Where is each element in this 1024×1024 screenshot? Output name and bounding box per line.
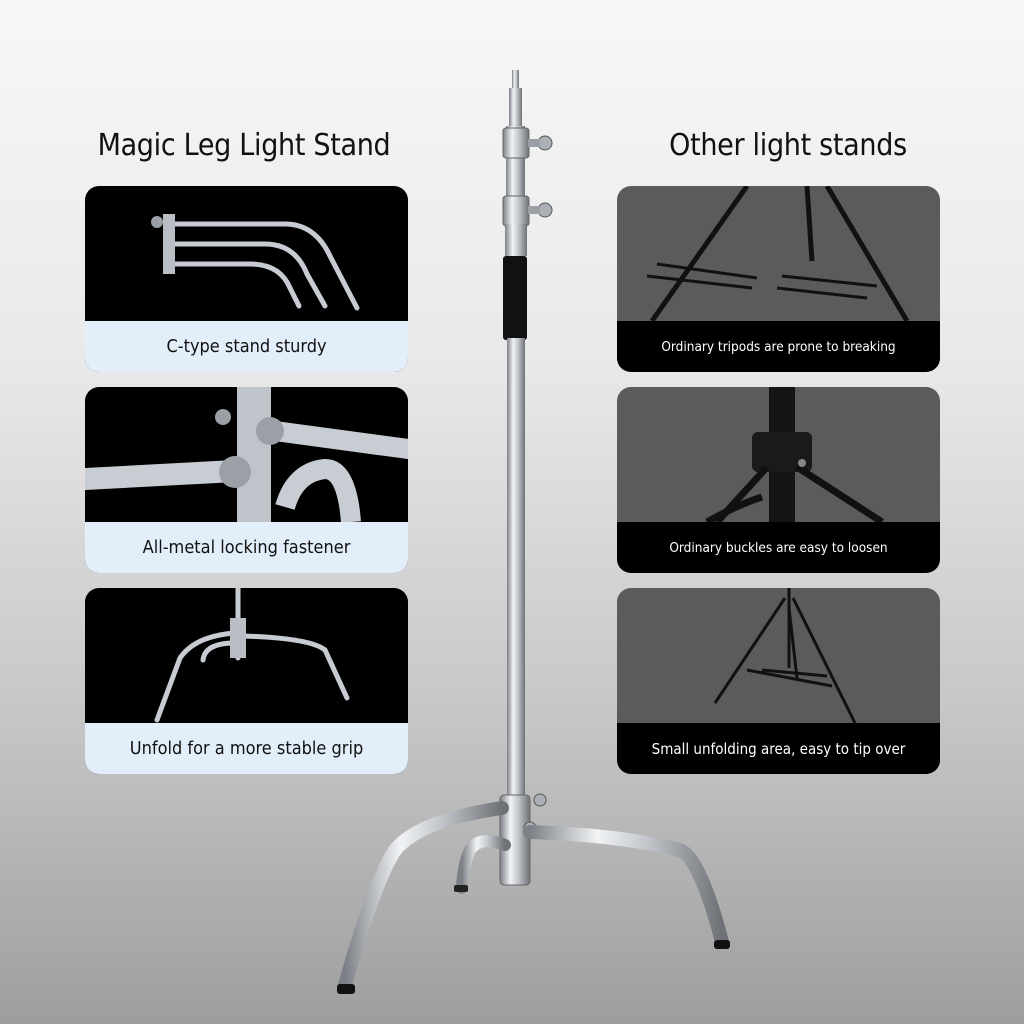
comparison-card-small-base: Small unfolding area, easy to tip over (617, 588, 940, 774)
tripod-image (617, 186, 940, 321)
c-type-arms-image (85, 186, 408, 321)
comparison-card-tripod: Ordinary tripods are prone to breaking (617, 186, 940, 372)
card-caption: All-metal locking fastener (85, 522, 408, 573)
unfold-legs-image (85, 588, 408, 723)
other-stands-heading: Other light stands (669, 128, 907, 163)
card-caption: Ordinary buckles are easy to loosen (617, 522, 940, 573)
feature-card-unfold: Unfold for a more stable grip (85, 588, 408, 774)
feature-card-c-type: C-type stand sturdy (85, 186, 408, 372)
card-caption: Small unfolding area, easy to tip over (617, 723, 940, 774)
comparison-card-buckles: Ordinary buckles are easy to loosen (617, 387, 940, 573)
card-caption: C-type stand sturdy (85, 321, 408, 372)
card-caption: Ordinary tripods are prone to breaking (617, 321, 940, 372)
buckle-image (617, 387, 940, 522)
magic-leg-heading: Magic Leg Light Stand (97, 128, 391, 163)
card-caption: Unfold for a more stable grip (85, 723, 408, 774)
small-base-tripod-image (617, 588, 940, 723)
locking-fastener-image (85, 387, 408, 522)
feature-card-locking-fastener: All-metal locking fastener (85, 387, 408, 573)
